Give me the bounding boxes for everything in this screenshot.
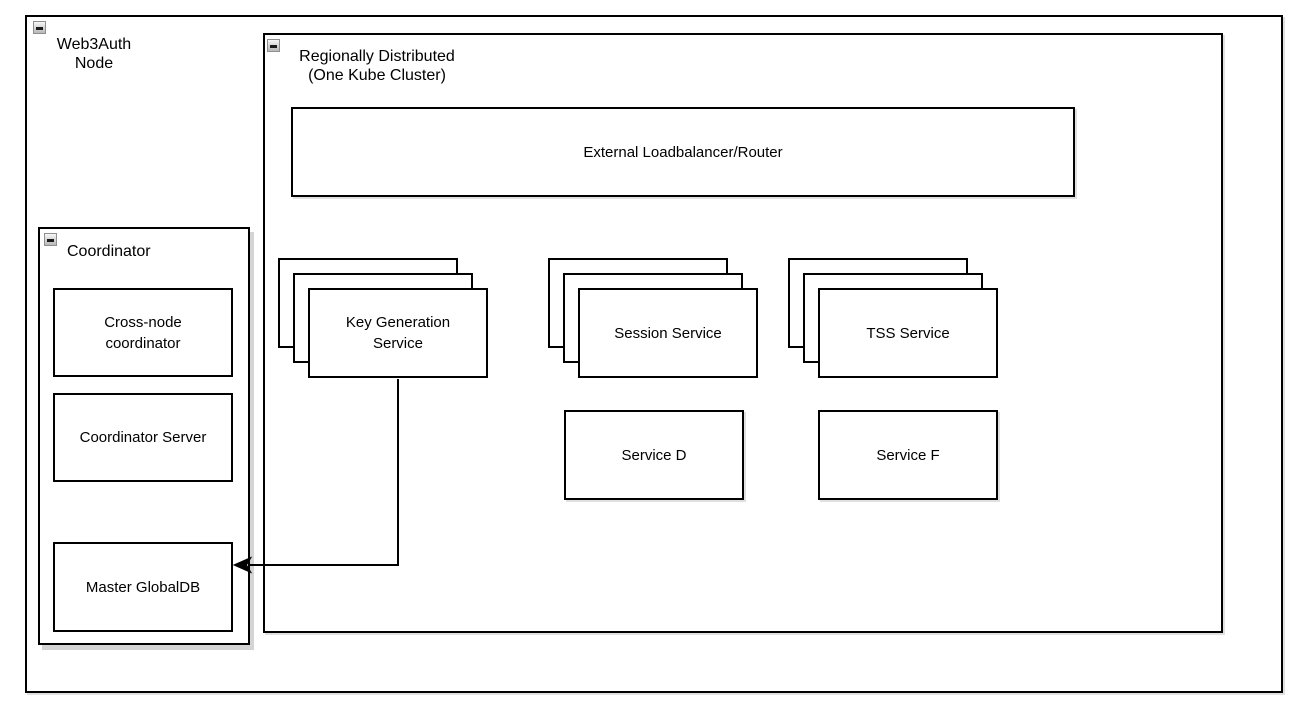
minus-glyph	[47, 239, 54, 242]
node-cross-node-coordinator[interactable]: Cross-node coordinator	[53, 288, 233, 377]
node-label: External Loadbalancer/Router	[583, 143, 783, 161]
node-service-f[interactable]: Service F	[818, 410, 998, 500]
minus-glyph	[36, 27, 43, 30]
node-label: Service D	[621, 446, 687, 464]
node-label: Cross-node coordinator	[104, 313, 182, 352]
group-coordinator-label: Coordinator	[67, 243, 151, 260]
node-key-generation-service[interactable]: Key Generation Service	[308, 288, 488, 378]
node-label: Master GlobalDB	[85, 578, 201, 596]
minus-glyph	[270, 45, 277, 48]
node-session-service[interactable]: Session Service	[578, 288, 758, 378]
collapse-icon[interactable]	[267, 39, 280, 52]
node-label: Key Generation Service	[345, 314, 451, 352]
node-label: Coordinator Server	[79, 429, 207, 446]
node-label: Session Service	[614, 324, 722, 342]
group-regionally-distributed-label: Regionally Distributed (One Kube Cluster…	[299, 48, 455, 84]
node-tss-service[interactable]: TSS Service	[818, 288, 998, 378]
collapse-icon[interactable]	[44, 233, 57, 246]
group-web3auth-node-label: Web3Auth Node	[56, 36, 132, 72]
collapse-icon[interactable]	[33, 21, 46, 34]
node-label: TSS Service	[866, 324, 950, 342]
node-master-globaldb[interactable]: Master GlobalDB	[53, 542, 233, 632]
node-external-loadbalancer[interactable]: External Loadbalancer/Router	[291, 107, 1075, 197]
node-coordinator-server[interactable]: Coordinator Server	[53, 393, 233, 482]
node-service-d[interactable]: Service D	[564, 410, 744, 500]
node-label: Service F	[876, 446, 940, 464]
